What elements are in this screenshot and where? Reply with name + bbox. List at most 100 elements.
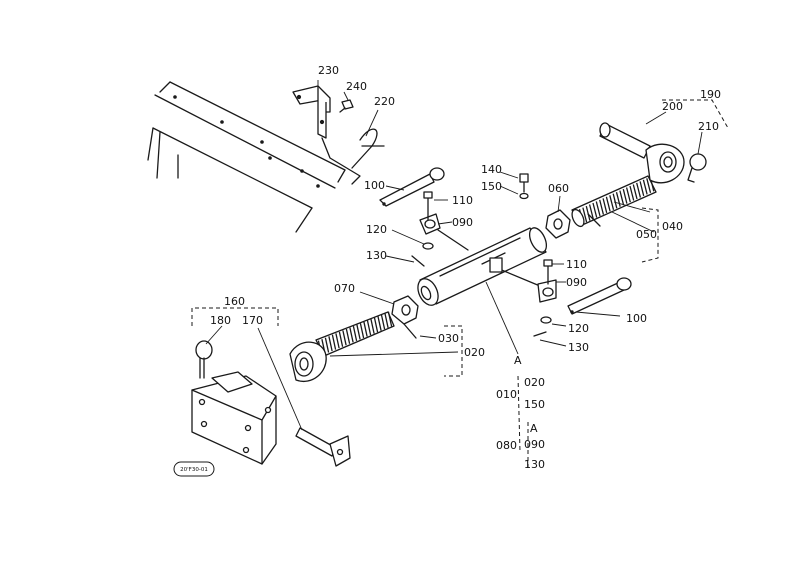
thread-line xyxy=(585,205,591,221)
label-180: 180 xyxy=(210,314,231,327)
label-a-marker: A xyxy=(514,354,522,367)
nut-060 xyxy=(545,209,571,239)
label-020: 020 xyxy=(464,346,485,359)
thread-line xyxy=(636,182,642,198)
label-210: 210 xyxy=(698,120,719,133)
label-050: 050 xyxy=(636,228,657,241)
washer-150 xyxy=(519,192,529,200)
thread-line xyxy=(387,311,393,327)
thread-line xyxy=(602,198,608,214)
rod-end-200 xyxy=(599,122,685,184)
bolt-110-top xyxy=(423,191,433,221)
thread-line xyxy=(592,202,598,218)
thread-line xyxy=(363,321,368,337)
part-labels: 230 240 220 190 200 210 140 150 060 100 … xyxy=(210,64,721,471)
thread-line xyxy=(632,184,638,200)
label-130-top: 130 xyxy=(366,249,387,262)
arm-090-top xyxy=(419,213,469,251)
label-240: 240 xyxy=(346,80,367,93)
thread-line xyxy=(324,337,330,353)
thread-line xyxy=(595,201,601,217)
thread-line xyxy=(380,314,386,330)
bolt-240 xyxy=(339,99,354,113)
thread-line xyxy=(356,324,361,340)
leader-lines xyxy=(205,80,703,431)
thread-line xyxy=(342,330,347,346)
thread-line xyxy=(384,312,389,328)
pin-180 xyxy=(195,340,213,379)
label-090-mid: 090 xyxy=(566,276,587,289)
label-070: 070 xyxy=(334,282,355,295)
label-130-b: 130 xyxy=(524,458,545,471)
pin-220 xyxy=(321,128,385,185)
pin-100-mid xyxy=(567,277,632,315)
label-060: 060 xyxy=(548,182,569,195)
thread-line xyxy=(588,204,594,220)
thread-line xyxy=(345,328,351,344)
clip-210 xyxy=(687,153,707,183)
label-120-top: 120 xyxy=(366,223,387,236)
thread-line xyxy=(605,196,611,212)
pin-130-mid xyxy=(533,331,547,337)
thread-line xyxy=(338,331,344,347)
thread-line xyxy=(370,318,375,334)
thread-line xyxy=(629,185,635,201)
label-110-top: 110 xyxy=(452,194,473,207)
threaded-rod-020 xyxy=(315,311,395,357)
label-110-mid: 110 xyxy=(566,258,587,271)
label-150-b: 150 xyxy=(524,398,545,411)
label-020-b: 020 xyxy=(524,376,545,389)
mounting-bracket-160 xyxy=(191,371,277,465)
label-170: 170 xyxy=(242,314,263,327)
label-140: 140 xyxy=(481,163,502,176)
pin-030 xyxy=(403,323,417,339)
thread-line xyxy=(646,178,652,193)
washer-120-mid xyxy=(540,316,552,324)
label-090-top: 090 xyxy=(452,216,473,229)
thread-line xyxy=(619,190,625,206)
bracket-230 xyxy=(292,85,331,139)
pin-050 xyxy=(587,213,601,227)
label-030: 030 xyxy=(438,332,459,345)
drawing-reference: 20'F30-01 xyxy=(173,461,215,477)
thread-line xyxy=(622,188,628,204)
thread-line xyxy=(642,179,648,195)
thread-line xyxy=(373,317,379,333)
label-190: 190 xyxy=(700,88,721,101)
label-230: 230 xyxy=(318,64,339,77)
label-100-top: 100 xyxy=(364,179,385,192)
thread-line xyxy=(625,187,631,203)
label-040: 040 xyxy=(662,220,683,233)
thread-line xyxy=(359,323,365,339)
threaded-rod-040 xyxy=(571,175,657,228)
label-120-mid: 120 xyxy=(568,322,589,335)
label-100-mid: 100 xyxy=(626,312,647,325)
tractor-frame xyxy=(147,81,346,233)
thread-line xyxy=(331,334,337,350)
label-200: 200 xyxy=(662,100,683,113)
washer-120-top xyxy=(422,242,434,250)
cross-shaft xyxy=(417,227,548,306)
thread-line xyxy=(352,325,358,342)
label-010: 010 xyxy=(496,388,517,401)
label-150: 150 xyxy=(481,180,502,193)
thread-line xyxy=(377,315,382,331)
label-080: 080 xyxy=(496,439,517,452)
label-160: 160 xyxy=(224,295,245,308)
thread-line xyxy=(615,192,621,207)
label-220: 220 xyxy=(374,95,395,108)
thread-line xyxy=(612,193,618,209)
label-a-sub: A xyxy=(530,422,538,435)
thread-line xyxy=(328,336,333,352)
thread-line xyxy=(335,333,340,349)
label-090-b: 090 xyxy=(524,438,545,451)
nut-140 xyxy=(519,173,529,193)
pin-130-top xyxy=(411,255,425,267)
bolt-110-mid xyxy=(543,259,553,285)
pin-100-top xyxy=(379,167,445,207)
rod-end-left xyxy=(289,341,327,382)
thread-line xyxy=(609,195,615,210)
thread-line xyxy=(366,320,372,336)
group-brackets xyxy=(191,99,729,470)
